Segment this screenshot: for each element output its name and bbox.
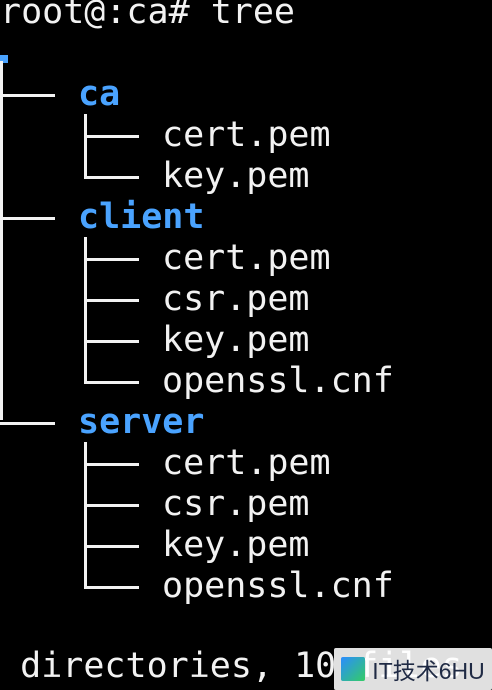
file-client-key-pem: key.pem	[162, 320, 310, 360]
file-server-key-pem: key.pem	[162, 525, 310, 565]
tree-root-marker	[0, 55, 8, 63]
command-prompt: root@:ca# tree	[0, 0, 296, 32]
file-server-csr-pem: csr.pem	[162, 484, 310, 524]
file-client-csr-pem: csr.pem	[162, 279, 310, 319]
tree-root-line	[0, 61, 3, 420]
tree-branch-ca	[0, 94, 55, 97]
tree-branch-client-cert	[84, 258, 139, 261]
tree-branch-ca-key	[84, 176, 139, 179]
directory-ca: ca	[78, 74, 121, 114]
tree-branch-server-csr	[84, 504, 139, 507]
tree-line-server	[84, 442, 87, 587]
tree-line-ca	[84, 114, 87, 177]
file-server-openssl-cnf: openssl.cnf	[162, 566, 394, 606]
tree-branch-server-openssl	[84, 586, 139, 589]
app-logo-icon	[341, 657, 366, 681]
file-ca-key-pem: key.pem	[162, 156, 310, 196]
watermark-text: IT技术6HU	[372, 658, 485, 684]
tree-branch-client-csr	[84, 299, 139, 302]
watermark-badge: IT技术6HU	[334, 648, 492, 690]
tree-branch-client-key	[84, 340, 139, 343]
file-client-cert-pem: cert.pem	[162, 238, 331, 278]
tree-branch-server-key	[84, 545, 139, 548]
tree-branch-server	[0, 422, 55, 425]
file-server-cert-pem: cert.pem	[162, 443, 331, 483]
file-ca-cert-pem: cert.pem	[162, 115, 331, 155]
directory-server: server	[78, 402, 205, 442]
tree-line-client	[84, 237, 87, 382]
file-client-openssl-cnf: openssl.cnf	[162, 361, 394, 401]
tree-branch-client-openssl	[84, 381, 139, 384]
tree-branch-ca-cert	[84, 135, 139, 138]
tree-branch-server-cert	[84, 463, 139, 466]
directory-client: client	[78, 197, 205, 237]
tree-branch-client	[0, 217, 55, 220]
